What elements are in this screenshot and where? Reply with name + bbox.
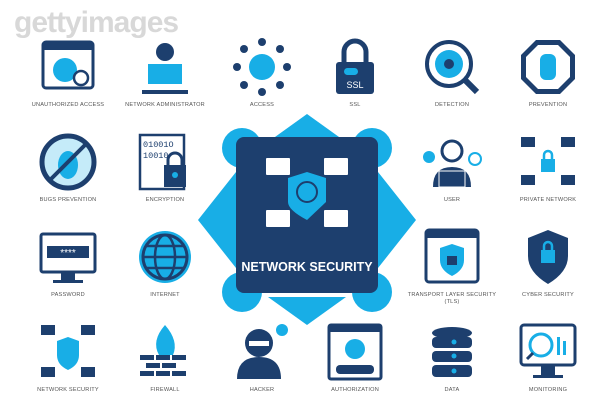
icon-label: PREVENTION bbox=[528, 102, 568, 108]
database-icon bbox=[432, 327, 472, 377]
icon-label: PASSWORD bbox=[51, 292, 85, 298]
hacker-icon bbox=[237, 324, 288, 379]
ssl-text: SSL bbox=[346, 80, 363, 90]
icon-tile-cyber-security: CYBER SECURITY bbox=[500, 226, 596, 299]
icon-label: ENCRYPTION bbox=[145, 197, 185, 203]
icon-tile-bug-prevention: BUGS PREVENTION bbox=[20, 131, 116, 204]
icon-tile-authorization: AUTHORIZATION bbox=[307, 321, 403, 394]
icon-tile-monitoring: MONITORING bbox=[500, 321, 596, 394]
icon-label: AUTHORIZATION bbox=[331, 387, 379, 393]
icon-label: DETECTION bbox=[434, 102, 470, 108]
password-mask: **** bbox=[60, 248, 76, 259]
icon-label: UNAUTHORIZED ACCESS bbox=[31, 102, 105, 108]
icon-label: MONITORING bbox=[528, 387, 568, 393]
icon-tile-unauthorized-access: UNAUTHORIZED ACCESS bbox=[20, 36, 116, 109]
icon-label: TRANSPORT LAYER SECURITY (TLS) bbox=[407, 292, 497, 305]
icon-label: PRIVATE NETWORK bbox=[519, 197, 577, 203]
icon-tile-access: ACCESS bbox=[214, 36, 310, 109]
private-network-icon bbox=[521, 137, 575, 185]
password-icon: **** bbox=[39, 232, 97, 283]
icon-tile-private-network: PRIVATE NETWORK bbox=[500, 131, 596, 204]
icon-label: DATA bbox=[444, 387, 460, 393]
ssl-lock-icon: SSL bbox=[336, 38, 374, 94]
icon-tile-ssl-lock: SSL SSL bbox=[307, 36, 403, 109]
icon-tile-hacker: HACKER bbox=[214, 321, 310, 394]
icon-label: NETWORK SECURITY bbox=[37, 387, 99, 393]
network-administrator-icon bbox=[142, 43, 188, 94]
prevention-hand-icon bbox=[521, 40, 575, 94]
network-security-icon bbox=[41, 325, 95, 377]
icon-tile-user: USER bbox=[404, 131, 500, 204]
icon-tile-database: DATA bbox=[404, 321, 500, 394]
icon-tile-network-administrator: NETWORK ADMINISTRATOR bbox=[117, 36, 213, 109]
cyber-security-icon bbox=[528, 230, 568, 284]
icon-label: INTERNET bbox=[150, 292, 180, 298]
icon-tile-password: **** PASSWORD bbox=[20, 226, 116, 299]
unauthorized-access-icon bbox=[41, 40, 95, 90]
icon-label: USER bbox=[443, 197, 461, 203]
icon-tile-firewall: FIREWALL bbox=[117, 321, 213, 394]
icon-tile-prevention-hand: PREVENTION bbox=[500, 36, 596, 109]
access-icon bbox=[233, 38, 291, 96]
bug-prevention-icon bbox=[39, 133, 97, 191]
icon-label: ACCESS bbox=[249, 102, 275, 108]
center-title: NETWORK SECURITY bbox=[241, 260, 373, 274]
globe-icon bbox=[139, 231, 191, 283]
icon-label: FIREWALL bbox=[150, 387, 180, 393]
icon-label: CYBER SECURITY bbox=[522, 292, 574, 298]
network-shield-icon bbox=[198, 114, 416, 325]
encryption-bits-line-2: 10010 bbox=[143, 151, 169, 161]
user-icon bbox=[423, 139, 482, 188]
watermark: gettyimages bbox=[14, 6, 179, 39]
monitoring-icon bbox=[519, 323, 577, 378]
center-tile: NETWORK SECURITY bbox=[196, 112, 418, 327]
authorization-icon bbox=[327, 323, 383, 381]
tls-icon bbox=[424, 228, 480, 284]
encryption-bits-line-1: 01001O bbox=[143, 140, 174, 150]
firewall-icon bbox=[140, 325, 186, 376]
icon-label: NETWORK ADMINISTRATOR bbox=[125, 102, 205, 108]
icon-label: HACKER bbox=[249, 387, 275, 393]
icon-tile-tls: TRANSPORT LAYER SECURITY (TLS) bbox=[404, 226, 500, 306]
icon-tile-detection-eye: DETECTION bbox=[404, 36, 500, 109]
detection-eye-icon bbox=[425, 40, 480, 95]
icon-tile-network-security: NETWORK SECURITY bbox=[20, 321, 116, 394]
icon-label: BUGS PREVENTION bbox=[39, 197, 97, 203]
icon-label: SSL bbox=[349, 102, 361, 108]
icon-tile-globe: INTERNET bbox=[117, 226, 213, 299]
